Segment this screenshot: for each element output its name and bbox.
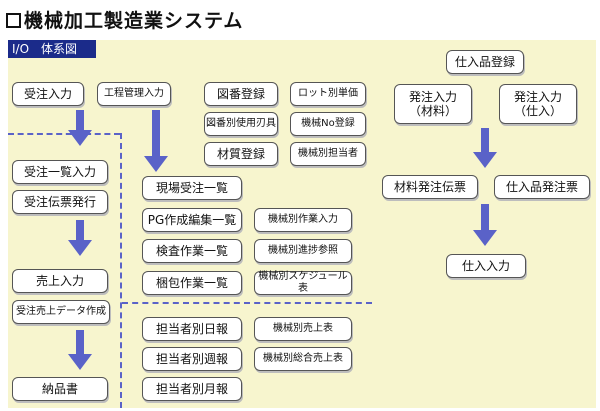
io-diagram-panel: I/O 体系図 受注入力 受注一覧入力 受注伝票発行 売上入力 受注売上データ作… [8, 40, 596, 408]
down-arrow-icon [144, 110, 168, 172]
divider-left-vertical [120, 133, 122, 408]
pg-sakusei-button[interactable]: PG作成編集一覧 [142, 208, 242, 232]
kensa-sagyo-button[interactable]: 検査作業一覧 [142, 239, 242, 263]
hatchu-zairyo-button[interactable]: 発注入力 （材料） [394, 84, 472, 124]
juchu-uriage-data-button[interactable]: 受注売上データ作成 [12, 300, 110, 324]
kikai-no-toroku-button[interactable]: 機械No登録 [290, 112, 366, 136]
kikai-sagyo-button[interactable]: 機械別作業入力 [254, 208, 352, 232]
zairyo-hatchu-denpyo-button[interactable]: 材料発注伝票 [382, 175, 478, 199]
lot-tanka-button[interactable]: ロット別単価 [290, 82, 366, 106]
kotei-kanri-button[interactable]: 工程管理入力 [97, 82, 171, 106]
shiire-hin-hatchu-button[interactable]: 仕入品発注票 [494, 175, 590, 199]
shiire-nyuryoku-button[interactable]: 仕入入力 [446, 254, 526, 278]
juchu-ichiran-button[interactable]: 受注一覧入力 [12, 160, 108, 184]
divider-left-upper [8, 133, 120, 135]
konpo-sagyo-button[interactable]: 梱包作業一覧 [142, 271, 242, 295]
tanto-nippo-button[interactable]: 担当者別日報 [142, 317, 242, 341]
tanto-shuho-button[interactable]: 担当者別週報 [142, 347, 242, 371]
down-arrow-icon [473, 204, 497, 246]
shiire-hin-toroku-button[interactable]: 仕入品登録 [446, 50, 524, 74]
hatchu-shiire-button[interactable]: 発注入力 （仕入） [499, 84, 577, 124]
zuban-shiyo-jigu-button[interactable]: 図番別使用刃具 [204, 112, 278, 136]
nohinsho-button[interactable]: 納品書 [12, 377, 108, 401]
kikai-uriage-button[interactable]: 機械別売上表 [254, 317, 352, 341]
genba-juchu-button[interactable]: 現場受注一覧 [142, 176, 242, 200]
kikai-shinchoku-button[interactable]: 機械別進捗参照 [254, 239, 352, 263]
square-outline-icon [6, 13, 21, 28]
down-arrow-icon [68, 110, 92, 146]
zuban-toroku-button[interactable]: 図番登録 [204, 82, 278, 106]
panel-header: I/O 体系図 [8, 40, 96, 58]
juchu-nyuryoku-button[interactable]: 受注入力 [12, 82, 84, 106]
kikai-tanto-button[interactable]: 機械別担当者 [290, 142, 366, 166]
zaishitsu-toroku-button[interactable]: 材質登録 [204, 142, 278, 166]
down-arrow-icon [68, 220, 92, 256]
kikai-schedule-button[interactable]: 機械別スケジュール表 [254, 271, 352, 295]
tanto-geppo-button[interactable]: 担当者別月報 [142, 377, 242, 401]
uriage-nyuryoku-button[interactable]: 売上入力 [12, 269, 108, 293]
divider-lower-middle [122, 302, 372, 304]
juchu-denpyo-button[interactable]: 受注伝票発行 [12, 190, 108, 214]
down-arrow-icon [473, 128, 497, 168]
kikai-sogo-uriage-button[interactable]: 機械別総合売上表 [254, 347, 352, 371]
page-title-text: 機械加工製造業システム [24, 10, 244, 32]
down-arrow-icon [68, 330, 92, 370]
page-title: 機械加工製造業システム [6, 6, 243, 34]
